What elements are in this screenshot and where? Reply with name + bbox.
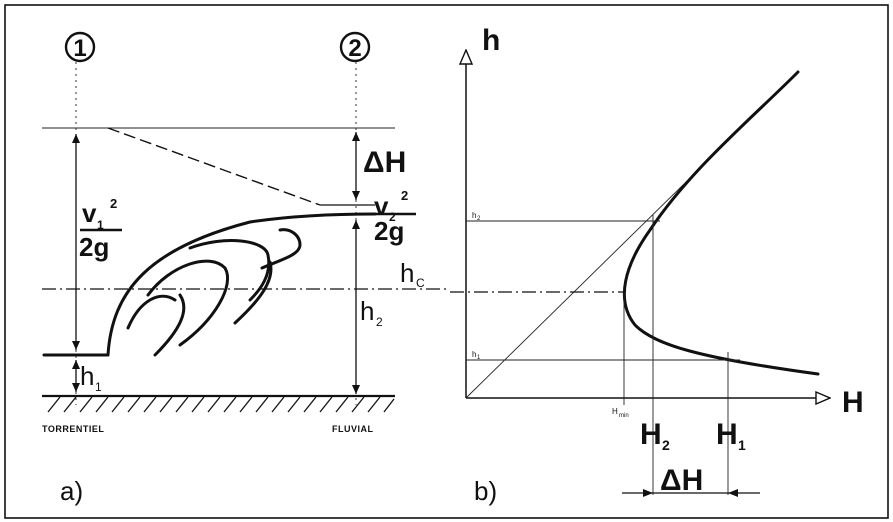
panel-a: 1 2 v 1 2 2g ΔH v 2 2 2g bbox=[42, 31, 450, 506]
tick-h1: h bbox=[472, 350, 476, 359]
eddy-curl bbox=[233, 260, 273, 325]
tick-Hmin-sub: min bbox=[619, 413, 629, 419]
specific-energy-curve bbox=[622, 70, 820, 376]
v2-subscript: 2 bbox=[389, 210, 396, 224]
g-label-1: 2g bbox=[79, 232, 109, 262]
v1-subscript: 1 bbox=[97, 218, 104, 232]
H2-subscript: 2 bbox=[662, 437, 670, 453]
torrential-label: TORRENTIEL bbox=[42, 424, 104, 434]
H-axis-label: H bbox=[842, 386, 864, 419]
H1-subscript: 1 bbox=[738, 437, 746, 453]
section-1-label: 1 bbox=[73, 35, 86, 62]
tick-Hmin: H bbox=[612, 407, 618, 416]
h1-label: h bbox=[80, 361, 94, 391]
bed-hatching bbox=[47, 396, 395, 413]
section-1-marker bbox=[64, 31, 96, 63]
h-axis-label: h bbox=[482, 24, 500, 57]
delta-H-arrow-left bbox=[643, 489, 653, 497]
tick-h2-sub: 2 bbox=[477, 216, 481, 222]
section-2-label: 2 bbox=[348, 35, 361, 62]
water-surface bbox=[42, 212, 377, 357]
delta-H-arrow-right bbox=[728, 489, 738, 497]
delta-h-label-left: ΔH bbox=[363, 146, 406, 179]
hc-label: h bbox=[400, 258, 414, 288]
g-label-2: 2g bbox=[374, 216, 404, 246]
panel-b: h H h 2 h 1 H min H 2 H 1 ΔH b) bbox=[450, 24, 864, 506]
panel-b-label: b) bbox=[474, 476, 497, 506]
figure-border bbox=[4, 4, 889, 519]
hc-subscript: C bbox=[416, 276, 425, 290]
h1-subscript: 1 bbox=[95, 380, 102, 394]
fluvial-label: FLUVIAL bbox=[332, 424, 374, 434]
panel-a-label: a) bbox=[60, 476, 83, 506]
h2-label: h bbox=[360, 296, 374, 326]
eddy-upper bbox=[260, 228, 302, 270]
eddy-medium bbox=[146, 259, 230, 347]
H2-label: H bbox=[640, 418, 662, 451]
tick-h2: h bbox=[472, 211, 476, 220]
delta-H-label-right: ΔH bbox=[660, 464, 703, 497]
energy-grade-line bbox=[107, 127, 321, 206]
v1-label: v bbox=[82, 198, 97, 228]
eddy-large bbox=[188, 239, 271, 302]
h2-subscript: 2 bbox=[376, 315, 383, 329]
H1-label: H bbox=[716, 418, 738, 451]
v2-superscript: 2 bbox=[401, 188, 408, 203]
v1-superscript: 2 bbox=[110, 196, 117, 211]
tick-h1-sub: 1 bbox=[477, 355, 481, 361]
eddy-small bbox=[126, 293, 186, 357]
section-2-marker bbox=[339, 31, 371, 63]
